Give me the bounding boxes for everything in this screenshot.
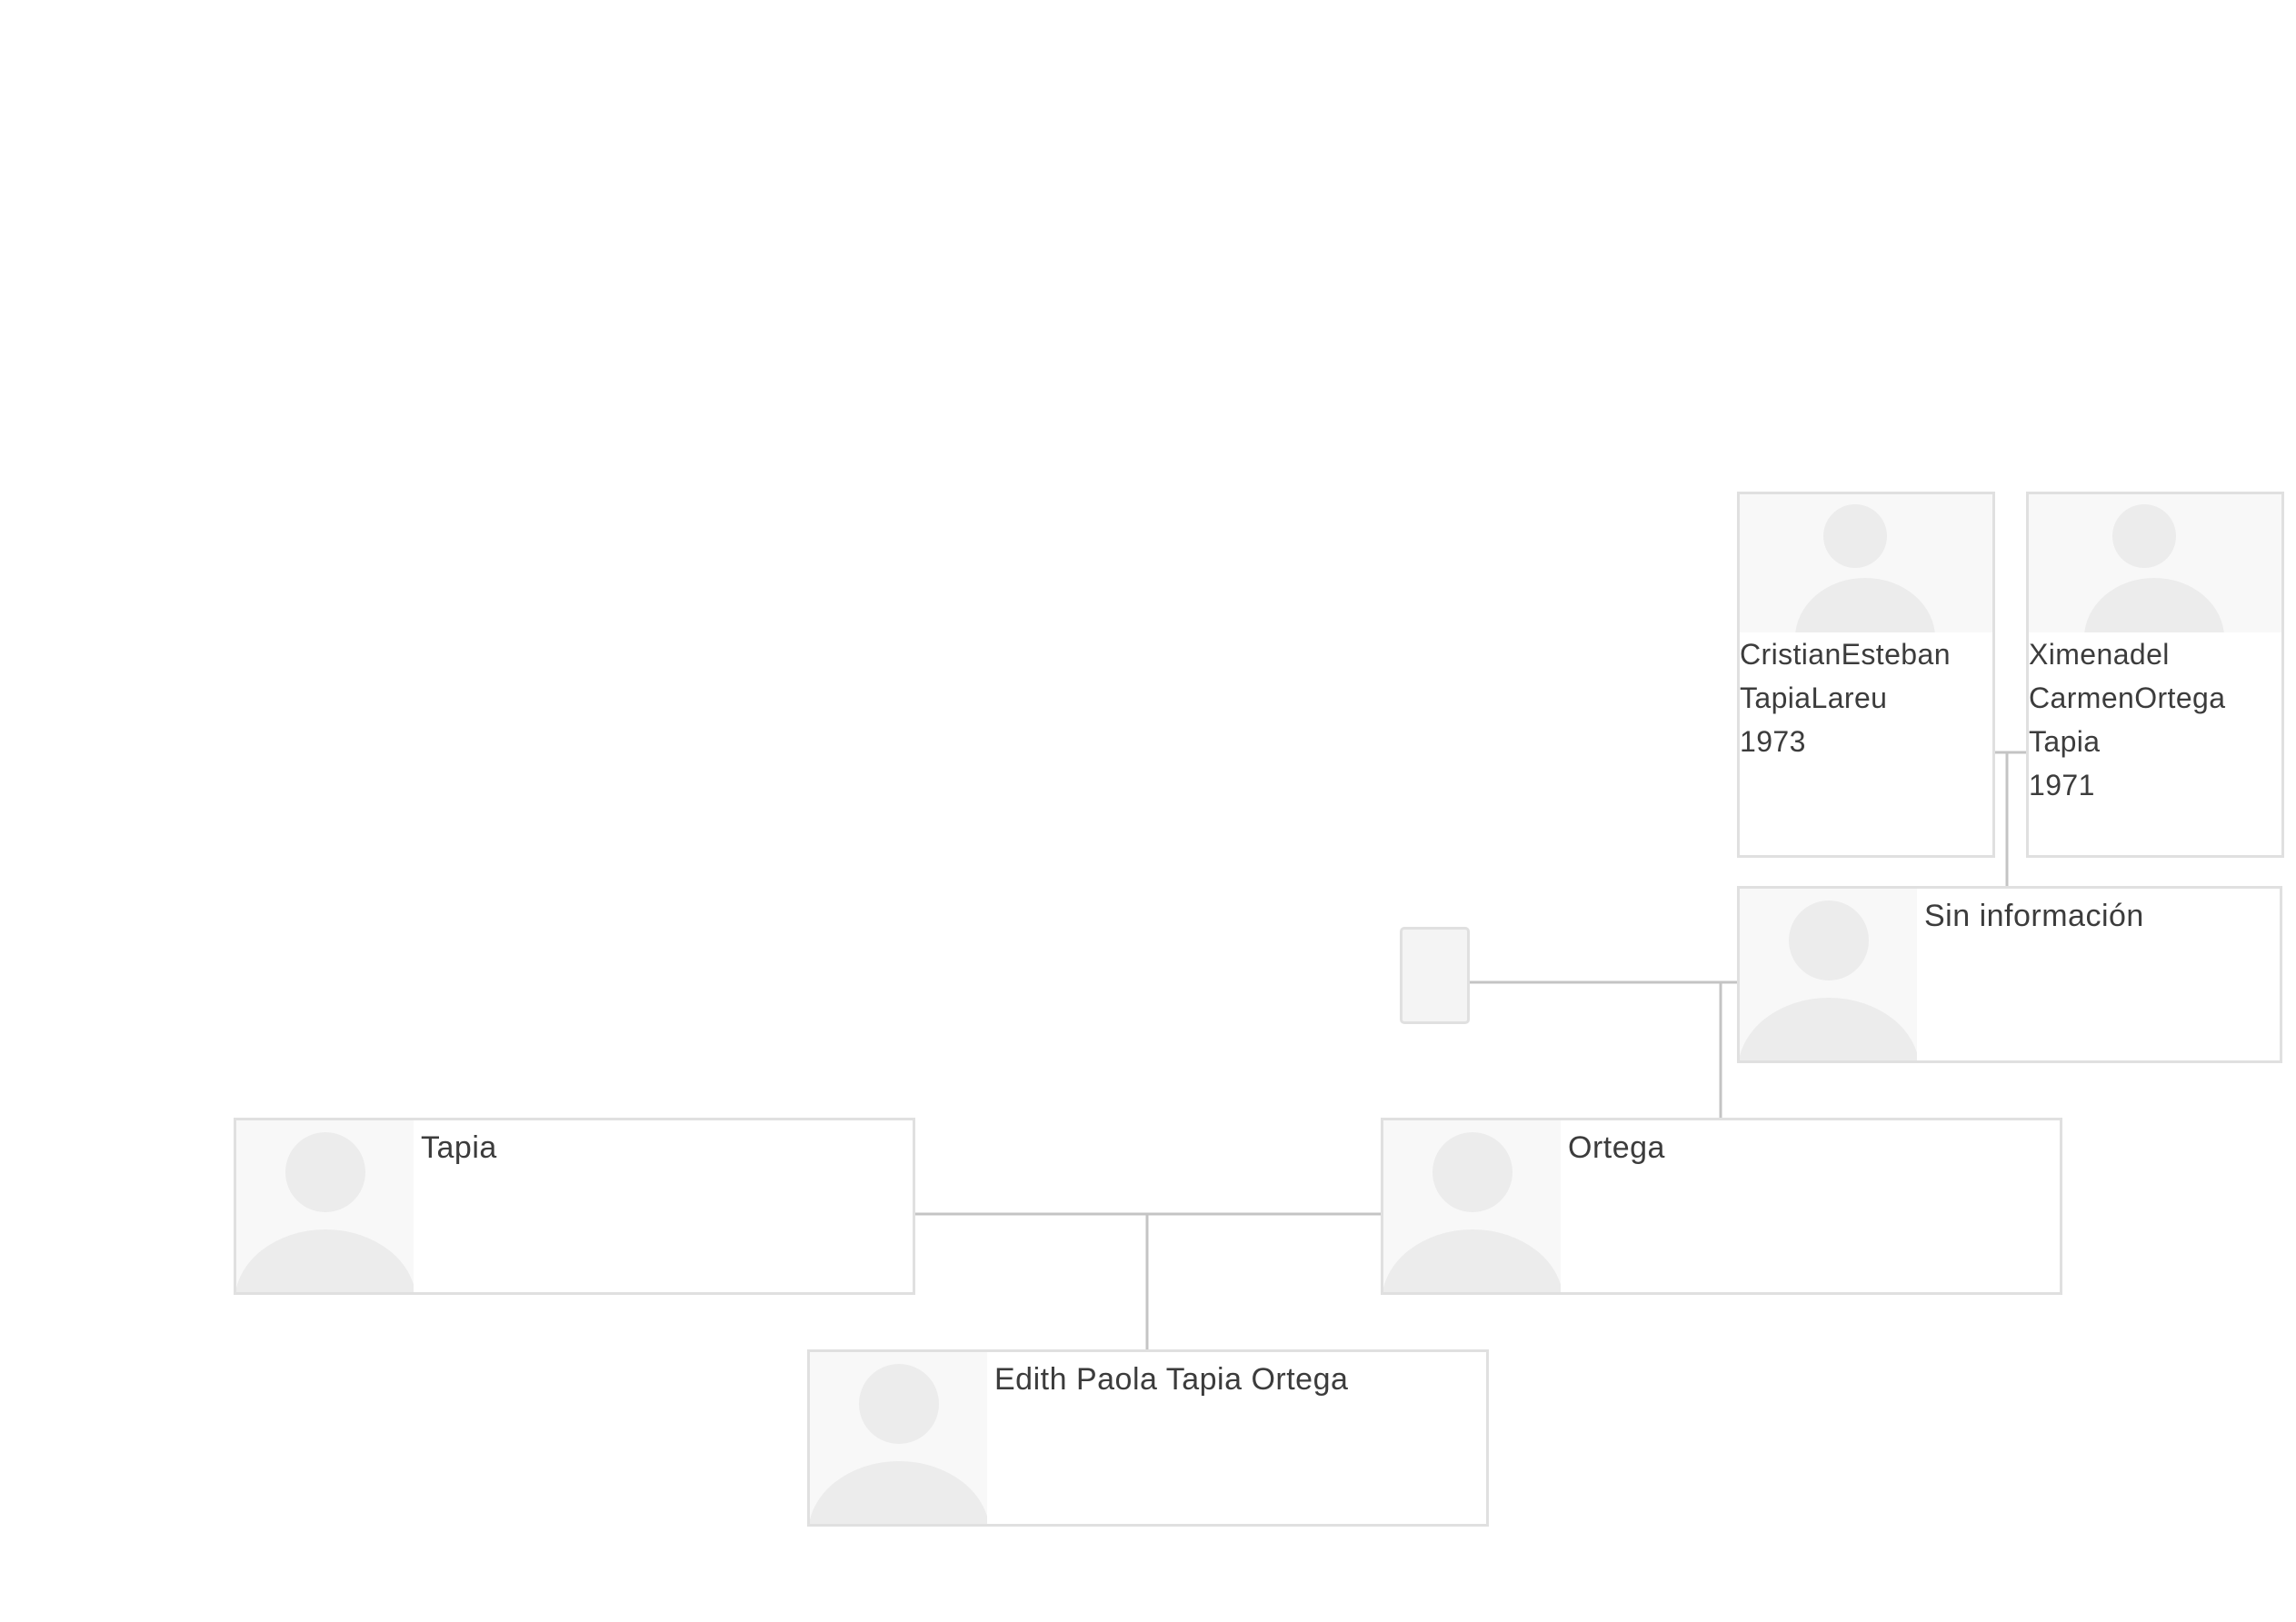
person-name: Edith Paola Tapia Ortega	[994, 1362, 1349, 1397]
person-name-line-3: Tapia	[2029, 725, 2101, 758]
person-name-line-1: Ximenadel	[2029, 638, 2170, 671]
person-silhouette-icon	[1823, 504, 1887, 568]
person-birth-year: 1973	[1740, 725, 1806, 758]
person-name-line-1: CristianEsteban	[1740, 638, 1951, 671]
person-name-line-2: TapiaLareu	[1740, 682, 1888, 714]
person-silhouette-icon	[1433, 1132, 1512, 1212]
person-card-cristian[interactable]: CristianEsteban TapiaLareu 1973	[1737, 492, 1995, 858]
avatar	[1383, 1120, 1561, 1292]
avatar	[810, 1352, 987, 1524]
person-card-tapia[interactable]: Tapia	[234, 1118, 915, 1295]
person-card-ximena[interactable]: Ximenadel CarmenOrtega Tapia 1971	[2026, 492, 2284, 858]
avatar	[1740, 494, 1992, 632]
avatar	[236, 1120, 414, 1292]
person-silhouette-icon	[859, 1364, 939, 1444]
person-details: CristianEsteban TapiaLareu 1973	[1740, 632, 1991, 763]
person-card-sin-informacion[interactable]: Sin información	[1737, 886, 2282, 1063]
person-name: Tapia	[421, 1130, 497, 1165]
person-name: Sin información	[1924, 899, 2144, 933]
person-silhouette-icon	[285, 1132, 365, 1212]
avatar	[2029, 494, 2281, 632]
avatar	[1740, 889, 1917, 1060]
person-silhouette-icon	[1789, 901, 1869, 980]
person-name-line-2: CarmenOrtega	[2029, 682, 2226, 714]
person-birth-year: 1971	[2029, 769, 2095, 801]
person-card-edith[interactable]: Edith Paola Tapia Ortega	[807, 1349, 1489, 1527]
add-person-placeholder[interactable]	[1400, 927, 1470, 1024]
person-silhouette-icon	[2112, 504, 2176, 568]
person-details: Ximenadel CarmenOrtega Tapia 1971	[2029, 632, 2280, 807]
person-name: Ortega	[1568, 1130, 1665, 1165]
person-card-ortega[interactable]: Ortega	[1381, 1118, 2062, 1295]
